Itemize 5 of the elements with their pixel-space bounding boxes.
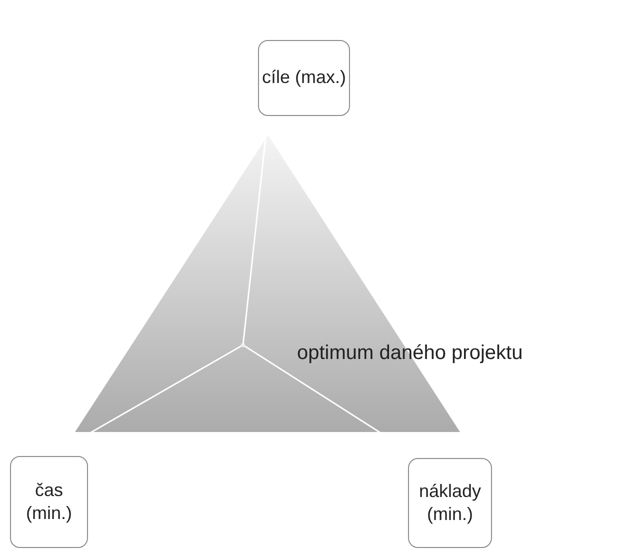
time-box: čas (min.) [10, 456, 88, 548]
goal-box: cíle (max.) [258, 40, 350, 116]
junction-point [241, 343, 245, 347]
cost-box: náklady (min.) [408, 458, 492, 548]
annotation-text: optimum daného projektu [297, 342, 523, 365]
